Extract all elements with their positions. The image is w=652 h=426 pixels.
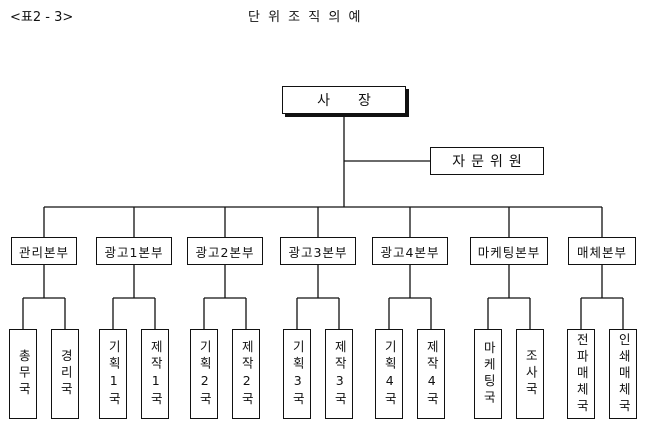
division-box: 광고1본부 bbox=[96, 237, 172, 265]
department-box: 마케팅국 bbox=[474, 329, 502, 419]
division-box: 매체본부 bbox=[568, 237, 636, 265]
department-box: 제작3국 bbox=[325, 329, 353, 419]
division-box: 광고4본부 bbox=[372, 237, 448, 265]
page-title: 단 위 조 직 의 예 bbox=[248, 10, 363, 25]
advisory-committee-box: 자문위원 bbox=[430, 147, 544, 175]
department-box: 전파매체국 bbox=[567, 329, 595, 419]
department-box: 총무국 bbox=[9, 329, 37, 419]
department-box: 제작1국 bbox=[141, 329, 169, 419]
department-box: 기획4국 bbox=[375, 329, 403, 419]
table-number: <표2 - 3> bbox=[10, 10, 74, 25]
department-box: 경리국 bbox=[51, 329, 79, 419]
department-box: 인쇄매체국 bbox=[609, 329, 637, 419]
division-box: 광고3본부 bbox=[280, 237, 356, 265]
department-box: 기획1국 bbox=[99, 329, 127, 419]
department-box: 제작2국 bbox=[232, 329, 260, 419]
ceo-box: 사장 bbox=[282, 86, 406, 114]
department-box: 기획2국 bbox=[190, 329, 218, 419]
division-box: 마케팅본부 bbox=[470, 237, 548, 265]
division-box: 관리본부 bbox=[11, 237, 77, 265]
division-box: 광고2본부 bbox=[187, 237, 263, 265]
department-box: 제작4국 bbox=[417, 329, 445, 419]
department-box: 조사국 bbox=[516, 329, 544, 419]
department-box: 기획3국 bbox=[283, 329, 311, 419]
